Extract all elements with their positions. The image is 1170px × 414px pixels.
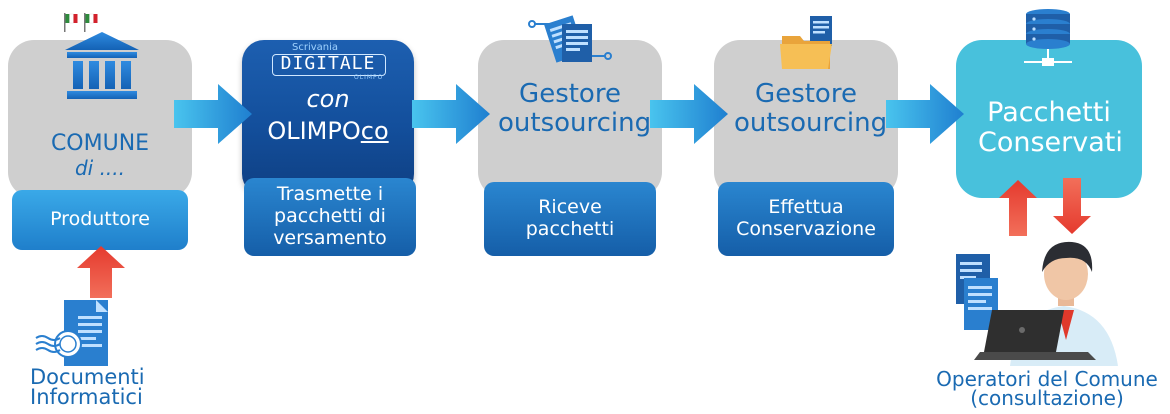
database-icon: [1024, 9, 1072, 66]
trasmette-label: Trasmette i pacchetti di versamento: [244, 178, 416, 256]
riceve-label: Riceve pacchetti: [484, 182, 656, 256]
pacchetti-title: Pacchetti Conservati: [978, 97, 1123, 159]
brand-top-text: Scrivania: [292, 42, 339, 53]
flag-icon: [64, 13, 98, 32]
brand-bottom-text: OLIMPO: [354, 74, 384, 81]
person-laptop-icon: [956, 241, 1118, 366]
olimpo-name: OLIMPOco: [267, 117, 389, 145]
pacchetti-card: [956, 40, 1142, 198]
flow-arrow-4: [886, 84, 964, 144]
flow-arrow-2: [412, 84, 490, 144]
brand-main-text: DIGITALE: [280, 53, 376, 74]
effettua-label: Effettua Conservazione: [718, 182, 894, 256]
documenti-caption: Documenti Informatici: [30, 365, 145, 409]
stamped-document-icon: [35, 300, 108, 366]
folder-icon: [780, 16, 832, 69]
comune-title: COMUNE di ....: [8, 131, 192, 180]
olimpo-con: con: [306, 85, 350, 113]
document-icon: [528, 15, 612, 63]
comune-subtitle: di ....: [74, 155, 126, 180]
upload-arrow-up: [77, 246, 125, 298]
flow-arrow-1: [174, 84, 252, 144]
gestore2-title: Gestore outsourcing: [734, 79, 888, 139]
gestore1-card: [478, 40, 662, 198]
flow-arrow-3: [650, 84, 728, 144]
consult-arrow-up: [999, 180, 1037, 236]
olimpo-name-suffix: co: [360, 117, 389, 145]
produttore-label: Produttore: [12, 190, 188, 250]
operatori-caption: Operatori del Comune (consultazione): [936, 367, 1158, 410]
consult-arrow-down: [1053, 178, 1091, 234]
comune-card: [8, 40, 192, 198]
bank-building-icon: [65, 32, 139, 99]
gestore1-title: Gestore outsourcing: [498, 79, 652, 139]
brand-logo: Scrivania DIGITALE OLIMPO: [262, 42, 394, 82]
